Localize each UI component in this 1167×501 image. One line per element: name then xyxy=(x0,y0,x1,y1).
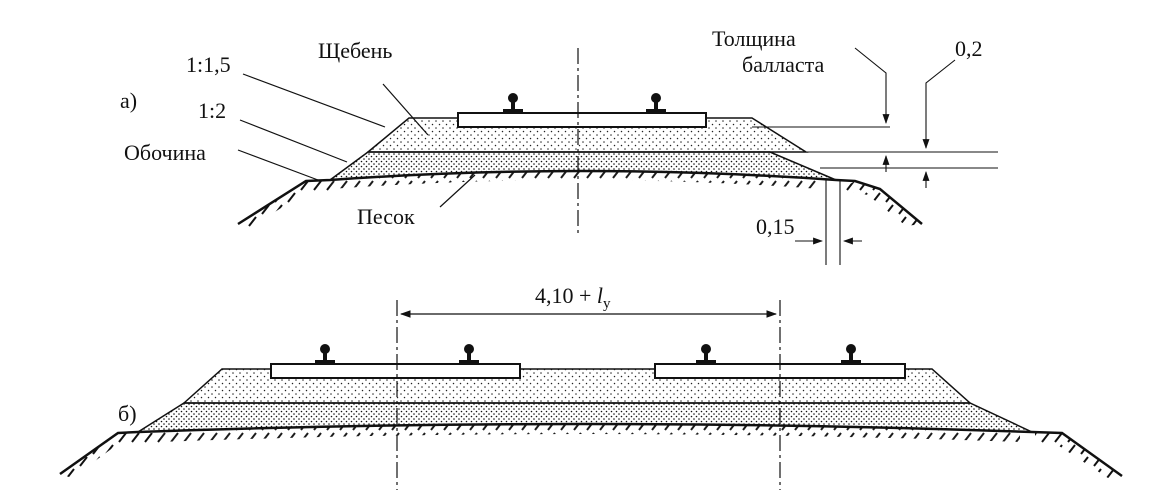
leader-crushed-stone xyxy=(382,83,429,136)
rail-icon xyxy=(696,344,716,364)
leader-sand xyxy=(439,174,476,208)
rail-icon xyxy=(841,344,861,364)
panel-label-a: а) xyxy=(120,88,137,113)
rail-icon xyxy=(459,344,479,364)
rail-icon xyxy=(315,344,335,364)
dimension-lines-right xyxy=(752,47,998,265)
track-spacing-label: 4,10 + lу xyxy=(535,283,611,312)
shoulder-label: Обочина xyxy=(124,140,206,165)
dimension-0-15-label: 0,15 xyxy=(756,214,795,239)
panel-b-drawing: б) 4,10 + lу xyxy=(59,283,1123,490)
rail-icon xyxy=(646,93,666,113)
ground-hatching-b xyxy=(60,424,1122,478)
rail-icon xyxy=(503,93,523,113)
panel-a-drawing: а) 1:1,5 1:2 Обочина Щебень Песок Толщин… xyxy=(120,26,998,265)
slope-label-1-2: 1:2 xyxy=(198,98,226,123)
leader-shoulder xyxy=(237,149,319,181)
panel-label-b: б) xyxy=(118,401,137,426)
sleeper-b-left xyxy=(270,363,521,379)
dimension-0-2-label: 0,2 xyxy=(955,36,983,61)
crushed-stone-label: Щебень xyxy=(318,38,392,63)
ballast-thickness-label-line2: балласта xyxy=(742,52,825,77)
leader-slope-2 xyxy=(239,119,348,163)
slope-label-1-1-5: 1:1,5 xyxy=(186,52,231,77)
ground-line-b xyxy=(59,422,1123,478)
sleeper-a xyxy=(457,112,707,128)
ballast-thickness-label-line1: Толщина xyxy=(712,26,796,51)
ground-hatching-a xyxy=(238,171,922,228)
sand-label: Песок xyxy=(357,204,415,229)
ground-line-a xyxy=(237,169,923,226)
leader-slope-1 xyxy=(242,73,386,128)
